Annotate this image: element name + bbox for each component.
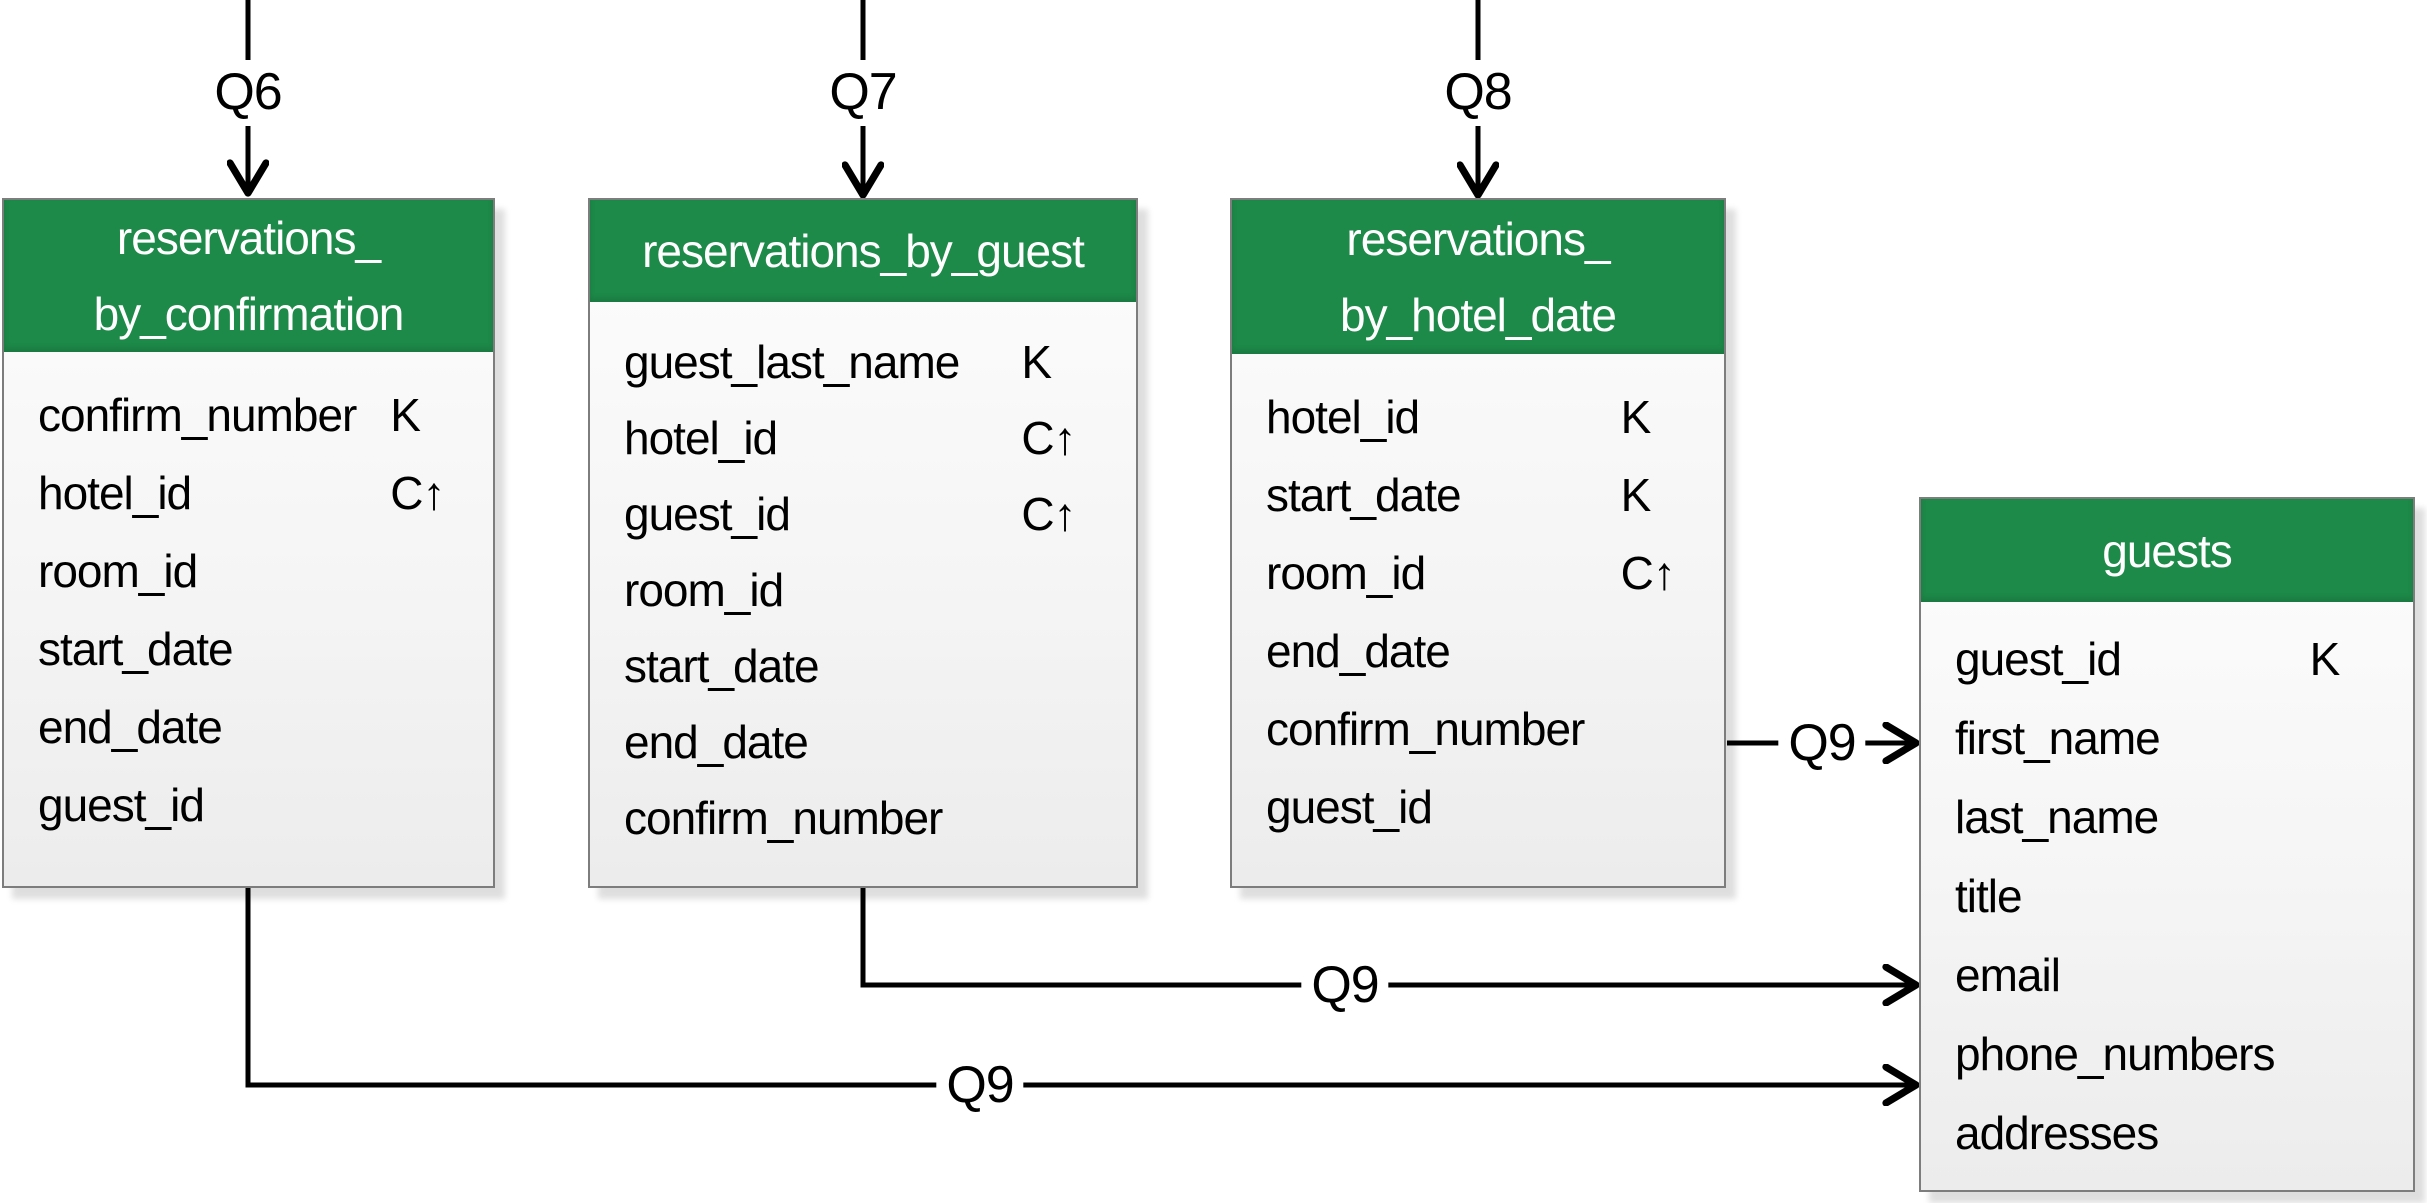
table-row: room_id C↑ xyxy=(1232,534,1724,612)
q9-label-from-hotel-date: Q9 xyxy=(1778,715,1866,771)
table-row: confirm_number K xyxy=(4,376,493,454)
field-name: confirm_number xyxy=(624,792,943,844)
field-name: start_date xyxy=(624,640,820,692)
table-fields: hotel_id K start_date K room_id C↑ end_d… xyxy=(1232,354,1724,846)
field-key: C↑ xyxy=(1021,488,1076,540)
q9-arrow-from-guest xyxy=(860,886,1916,985)
table-fields: guest_last_name K hotel_id C↑ guest_id C… xyxy=(590,302,1136,856)
table-row: guest_id C↑ xyxy=(590,476,1136,552)
field-name: end_date xyxy=(1266,625,1451,677)
field-key: C↑ xyxy=(1620,547,1676,599)
table-title-line: reservations_ xyxy=(116,212,381,264)
table-row: guest_id K xyxy=(1921,619,2413,698)
field-key: C↑ xyxy=(390,467,445,519)
table-row: confirm_number xyxy=(1232,690,1724,768)
field-name: start_date xyxy=(38,623,234,675)
table-row: addresses xyxy=(1921,1093,2413,1172)
field-name: end_date xyxy=(624,716,809,768)
table-row: end_date xyxy=(590,704,1136,780)
table-row: phone_numbers xyxy=(1921,1014,2413,1093)
field-key: K xyxy=(2309,632,2341,685)
field-name: end_date xyxy=(38,701,223,753)
table-title-line: reservations_by_guest xyxy=(642,225,1085,277)
field-name: hotel_id xyxy=(624,412,778,464)
q9-label-from-guest: Q9 xyxy=(1301,957,1389,1013)
table-row: end_date xyxy=(1232,612,1724,690)
table-header: guests xyxy=(1921,499,2413,602)
q6-label: Q6 xyxy=(204,64,292,120)
table-title-line: by_confirmation xyxy=(93,288,405,340)
q9-arrow-from-confirmation xyxy=(245,886,1916,1085)
table-row: room_id xyxy=(4,532,493,610)
table-row: guest_id xyxy=(1232,768,1724,846)
table-row: email xyxy=(1921,935,2413,1014)
field-name: guest_id xyxy=(624,488,791,540)
field-name: guest_id xyxy=(1266,781,1433,833)
table-row: guest_last_name K xyxy=(590,324,1136,400)
field-name: guest_id xyxy=(38,779,205,831)
table-row: title xyxy=(1921,856,2413,935)
field-name: title xyxy=(1955,869,2023,922)
field-name: confirm_number xyxy=(38,389,357,441)
table-row: start_date xyxy=(590,628,1136,704)
table-reservations-by-confirmation: reservations_ by_confirmation confirm_nu… xyxy=(2,198,495,888)
q7-label: Q7 xyxy=(819,64,907,120)
field-name: room_id xyxy=(1266,547,1426,599)
table-fields: guest_id K first_name last_name title em… xyxy=(1921,602,2413,1172)
field-name: room_id xyxy=(38,545,198,597)
table-row: last_name xyxy=(1921,777,2413,856)
table-title-line: by_hotel_date xyxy=(1339,289,1617,341)
field-name: last_name xyxy=(1955,790,2159,843)
table-row: guest_id xyxy=(4,766,493,844)
table-row: confirm_number xyxy=(590,780,1136,856)
table-header: reservations_ by_confirmation xyxy=(4,200,493,352)
field-name: phone_numbers xyxy=(1955,1027,2275,1080)
field-name: addresses xyxy=(1955,1106,2159,1159)
table-guests: guests guest_id K first_name last_name t… xyxy=(1919,497,2415,1192)
field-key: K xyxy=(390,389,421,441)
field-name: guest_id xyxy=(1955,632,2122,685)
field-key: K xyxy=(1620,391,1652,443)
q8-label: Q8 xyxy=(1434,64,1522,120)
table-row: hotel_id K xyxy=(1232,378,1724,456)
field-name: first_name xyxy=(1955,711,2161,764)
field-name: hotel_id xyxy=(38,467,192,519)
table-row: first_name xyxy=(1921,698,2413,777)
table-reservations-by-guest: reservations_by_guest guest_last_name K … xyxy=(588,198,1138,888)
table-fields: confirm_number K hotel_id C↑ room_id sta… xyxy=(4,352,493,844)
table-row: room_id xyxy=(590,552,1136,628)
field-name: confirm_number xyxy=(1266,703,1585,755)
field-key: K xyxy=(1021,336,1052,388)
field-name: hotel_id xyxy=(1266,391,1420,443)
field-name: guest_last_name xyxy=(624,336,960,388)
field-name: start_date xyxy=(1266,469,1462,521)
field-key: C↑ xyxy=(1021,412,1076,464)
table-header: reservations_by_guest xyxy=(590,200,1136,302)
field-name: email xyxy=(1955,948,2061,1001)
table-header: reservations_ by_hotel_date xyxy=(1232,200,1724,354)
table-reservations-by-hotel-date: reservations_ by_hotel_date hotel_id K s… xyxy=(1230,198,1726,888)
table-row: start_date xyxy=(4,610,493,688)
table-row: hotel_id C↑ xyxy=(590,400,1136,476)
q9-label-from-confirmation: Q9 xyxy=(936,1057,1024,1113)
table-title-line: reservations_ xyxy=(1346,213,1610,265)
table-row: start_date K xyxy=(1232,456,1724,534)
table-row: hotel_id C↑ xyxy=(4,454,493,532)
field-key: K xyxy=(1620,469,1652,521)
field-name: room_id xyxy=(624,564,784,616)
table-row: end_date xyxy=(4,688,493,766)
table-title-line: guests xyxy=(2102,524,2233,577)
